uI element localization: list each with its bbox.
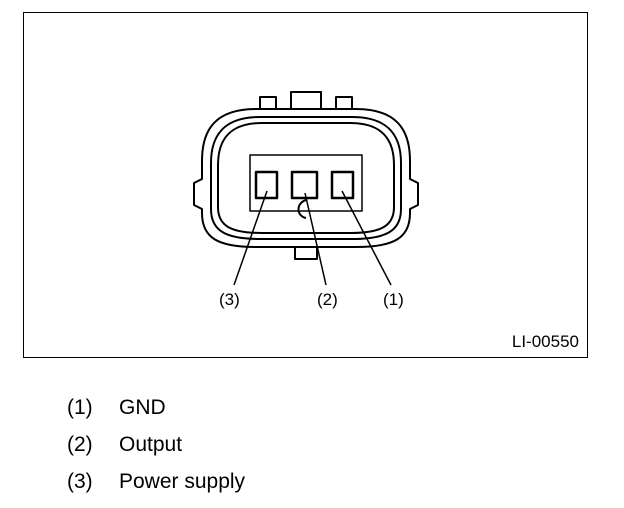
terminal-block: [249, 154, 363, 212]
legend-label: GND: [119, 395, 166, 419]
pin-legend: (1) GND (2) Output (3) Power supply: [67, 389, 245, 500]
figure-code: LI-00550: [511, 332, 579, 351]
terminal-retainer: [297, 199, 307, 219]
legend-item: (2) Output: [67, 426, 245, 463]
leader-line-1: [341, 190, 392, 286]
connector-housing-inner-2: [217, 122, 395, 234]
legend-item: (3) Power supply: [67, 463, 245, 500]
connector-housing-outer: [193, 108, 419, 248]
diagram-frame: (3) (2) (1) LI-00550: [23, 12, 588, 358]
callout-pin-1: (1): [383, 290, 404, 309]
callout-pin-3: (3): [219, 290, 240, 309]
connector-housing-inner: [210, 116, 402, 240]
legend-label: Output: [119, 432, 183, 456]
legend-number: (3): [67, 469, 93, 493]
terminal-pin-3: [254, 170, 279, 200]
connector-diagram: [193, 91, 419, 286]
callout-pin-2: (2): [317, 290, 338, 309]
terminal-pin-2: [290, 170, 319, 200]
terminal-pin-1: [330, 170, 355, 200]
legend-item: (1) GND: [67, 389, 245, 426]
legend-number: (2): [67, 432, 93, 456]
legend-number: (1): [67, 395, 93, 419]
leader-line-3: [233, 190, 268, 286]
leader-line-2: [304, 192, 327, 286]
legend-label: Power supply: [119, 469, 246, 493]
